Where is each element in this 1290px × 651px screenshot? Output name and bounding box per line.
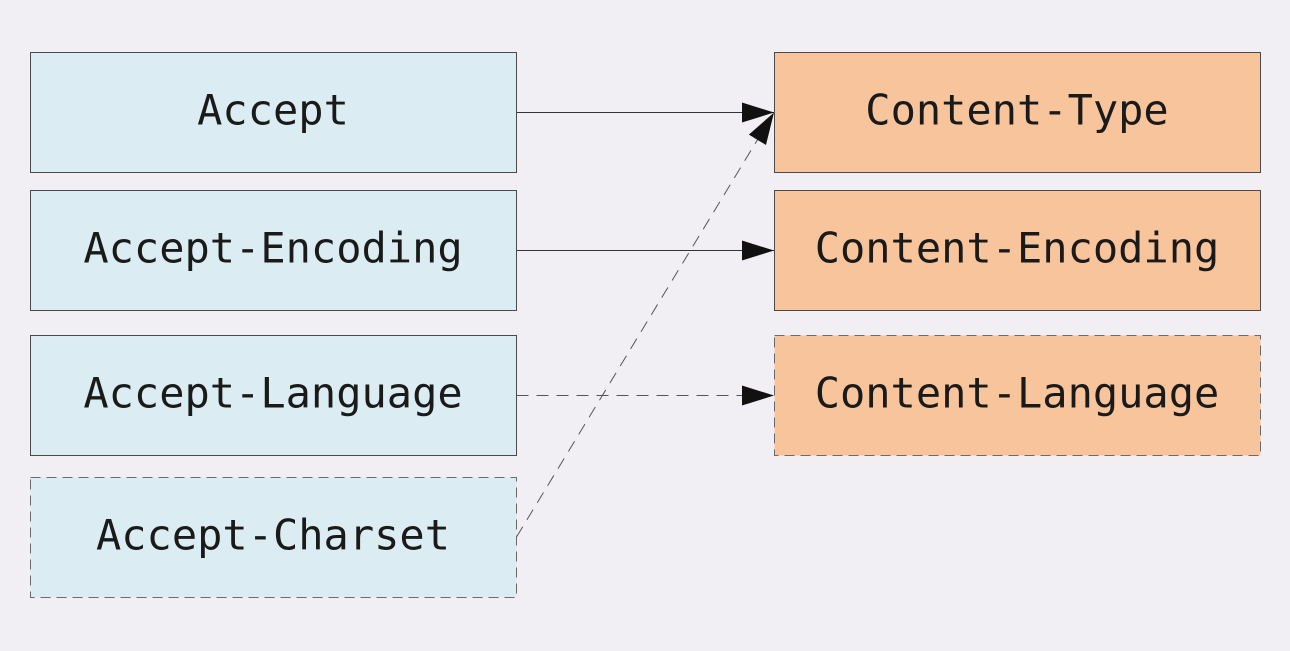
request-header-box-accept-encoding: Accept-Encoding [30,190,517,311]
request-header-box-accept: Accept [30,52,517,173]
request-header-box-rect [30,335,517,456]
response-header-label: Content-Language [815,369,1220,418]
request-header-box-accept-charset: Accept-Charset [30,477,517,598]
response-header-box-rect [774,190,1261,311]
request-header-label: Accept [197,86,349,135]
response-header-box-content-type: Content-Type [774,52,1261,173]
response-header-box-content-language: Content-Language [774,335,1261,456]
request-header-label: Accept-Language [83,369,462,418]
request-header-box-accept-language: Accept-Language [30,335,517,456]
request-header-label: Accept-Charset [96,511,450,560]
response-header-label: Content-Type [865,86,1168,135]
boxes-layer: AcceptAccept-EncodingAccept-LanguageAcce… [30,52,1261,598]
edges-layer [516,102,775,538]
response-header-box-rect [774,52,1261,173]
edge-accept-charset-to-content-type [516,112,775,538]
response-header-label: Content-Encoding [815,224,1220,273]
request-header-box-rect [30,477,517,598]
response-header-box-rect [774,335,1261,456]
request-header-label: Accept-Encoding [83,224,462,273]
request-header-box-rect [30,190,517,311]
response-header-box-content-encoding: Content-Encoding [774,190,1261,311]
request-header-box-rect [30,52,517,173]
